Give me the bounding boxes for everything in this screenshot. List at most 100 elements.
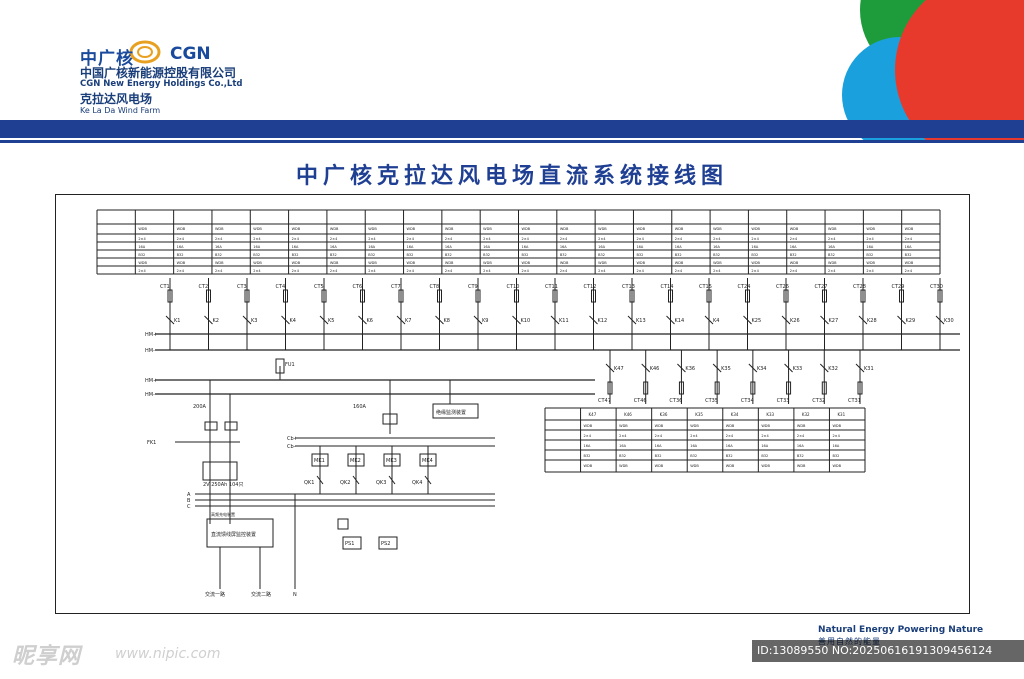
table-cell: WDB bbox=[483, 261, 492, 265]
feeder-branches: CT1K1CT2K2CT3K3CT4K4CT5K5CT6K6CT7K7CT8K8… bbox=[160, 278, 954, 350]
fk-label: FK1 bbox=[147, 440, 156, 446]
table-cell: WDB bbox=[828, 261, 837, 265]
watermark-url: www.nipic.com bbox=[115, 646, 221, 662]
table-cell: WDB bbox=[445, 261, 454, 265]
table-cell: WDB bbox=[292, 227, 301, 231]
k-label: K29 bbox=[906, 318, 916, 324]
decor-circles bbox=[842, 0, 1024, 143]
ct-label: CT29 bbox=[892, 284, 905, 290]
lower-table-value: 16A bbox=[584, 444, 591, 448]
table-cell: 2×4 bbox=[866, 237, 874, 241]
table-cell: WDB bbox=[445, 227, 454, 231]
table-cell: B32 bbox=[598, 253, 605, 257]
lower-table-value: 16A bbox=[797, 444, 804, 448]
mk-label: MK2 bbox=[350, 458, 361, 464]
table-cell: WDB bbox=[368, 261, 377, 265]
abc-label-a: A bbox=[187, 492, 191, 498]
table-cell: WDB bbox=[675, 261, 684, 265]
table-cell: B32 bbox=[636, 253, 643, 257]
k-label: K4 bbox=[713, 318, 719, 324]
table-cell: 2×4 bbox=[598, 269, 606, 273]
ps2-label: PS2 bbox=[381, 541, 390, 547]
n-label: N bbox=[293, 592, 297, 598]
table-cell: 2×4 bbox=[407, 269, 415, 273]
lower-table-value: B32 bbox=[655, 454, 662, 458]
table-cell: 2×4 bbox=[483, 269, 491, 273]
lower-table-value: WDB bbox=[584, 464, 593, 468]
lower-table-value: WDB bbox=[726, 464, 735, 468]
company-name-cn: 中国广核新能源控股有限公司 bbox=[80, 66, 237, 80]
table-cell: WDB bbox=[905, 261, 914, 265]
ct-lower-label: CT35 bbox=[705, 398, 718, 404]
k-lower-label: K34 bbox=[757, 366, 767, 372]
table-cell: 2×4 bbox=[636, 269, 644, 273]
table-cell: WDB bbox=[675, 227, 684, 231]
ct-label: CT6 bbox=[353, 284, 363, 290]
table-cell: WDB bbox=[828, 227, 837, 231]
mk-label: MK4 bbox=[422, 458, 433, 464]
k-label: K28 bbox=[867, 318, 877, 324]
lower-table-value: WDB bbox=[832, 424, 841, 428]
ct-label: CT8 bbox=[430, 284, 440, 290]
dk1-label: 200A bbox=[193, 404, 207, 410]
distribution-section: 160A 绝缘监测装置 Cb+ Cb- MK1QK1MK2QK2MK3QK3MK… bbox=[287, 380, 495, 550]
ct-label: CT10 bbox=[507, 284, 520, 290]
table-cell: B32 bbox=[215, 253, 222, 257]
lower-table-value: B32 bbox=[761, 454, 768, 458]
lower-table-value: WDB bbox=[655, 464, 664, 468]
table-cell: B32 bbox=[866, 253, 873, 257]
lower-table-value: 16A bbox=[619, 444, 626, 448]
ps1-label: PS1 bbox=[345, 541, 354, 547]
table-cell: 2×4 bbox=[675, 237, 683, 241]
k-label: K12 bbox=[598, 318, 608, 324]
table-cell: WDB bbox=[138, 261, 147, 265]
table-cell: B32 bbox=[560, 253, 567, 257]
ct-label: CT30 bbox=[930, 284, 943, 290]
table-cell: 2×4 bbox=[675, 269, 683, 273]
cb-plus-label: Cb+ bbox=[287, 436, 298, 442]
table-cell: 2×4 bbox=[292, 269, 300, 273]
ac1-label: 交流一路 bbox=[205, 591, 225, 598]
k-label: K30 bbox=[944, 318, 954, 324]
table-cell: 16A bbox=[560, 245, 567, 249]
k-lower-label: K35 bbox=[721, 366, 731, 372]
lower-table-value: WDB bbox=[797, 424, 806, 428]
table-cell: 2×4 bbox=[215, 269, 223, 273]
lower-table-value: B32 bbox=[726, 454, 733, 458]
k-label: K13 bbox=[636, 318, 646, 324]
k-label: K3 bbox=[251, 318, 257, 324]
abc-label-b: B bbox=[187, 498, 191, 504]
table-cell: B32 bbox=[713, 253, 720, 257]
cgn-logo-icon bbox=[129, 40, 161, 64]
k-lower-label: K36 bbox=[685, 366, 695, 372]
table-cell: 2×4 bbox=[560, 237, 568, 241]
table-cell: B32 bbox=[751, 253, 758, 257]
image-id-text: ID:13089550 NO:20250616191309456124 bbox=[757, 644, 993, 657]
table-cell: WDB bbox=[330, 227, 339, 231]
table-cell: WDB bbox=[215, 261, 224, 265]
dc-buses: HM+ HM- HM+ HM- bbox=[145, 332, 960, 398]
table-cell: 16A bbox=[292, 245, 299, 249]
k-lower-label: K32 bbox=[828, 366, 838, 372]
charger-section: FU1 200A FK1 2V 250Ah 104只 A B C 直流馈线屏监控… bbox=[147, 358, 495, 598]
ct-label: CT1 bbox=[160, 284, 170, 290]
table-cell: 2×4 bbox=[598, 237, 606, 241]
table-cell: 2×4 bbox=[445, 237, 453, 241]
table-cell: 2×4 bbox=[292, 237, 300, 241]
table-cell: 2×4 bbox=[138, 237, 146, 241]
table-cell: WDB bbox=[905, 227, 914, 231]
lower-table-value: WDB bbox=[619, 424, 628, 428]
table-cell: WDB bbox=[790, 227, 799, 231]
ct-lower-label: CT47 bbox=[598, 398, 611, 404]
wiring-diagram: WDB2×416AB32WDB2×4WDB2×416AB32WDB2×4WDB2… bbox=[96, 209, 960, 598]
table-cell: 2×4 bbox=[522, 237, 530, 241]
bus-label-1: HM+ bbox=[145, 332, 157, 338]
lower-table-value: 2×4 bbox=[832, 434, 840, 438]
page-title: 中广核克拉达风电场直流系统接线图 bbox=[295, 163, 728, 189]
lower-table-value: WDB bbox=[619, 464, 628, 468]
table-cell: WDB bbox=[866, 261, 875, 265]
table-cell: 2×4 bbox=[253, 237, 261, 241]
k-label: K8 bbox=[444, 318, 450, 324]
table-cell: WDB bbox=[138, 227, 147, 231]
lower-table-value: B32 bbox=[690, 454, 697, 458]
